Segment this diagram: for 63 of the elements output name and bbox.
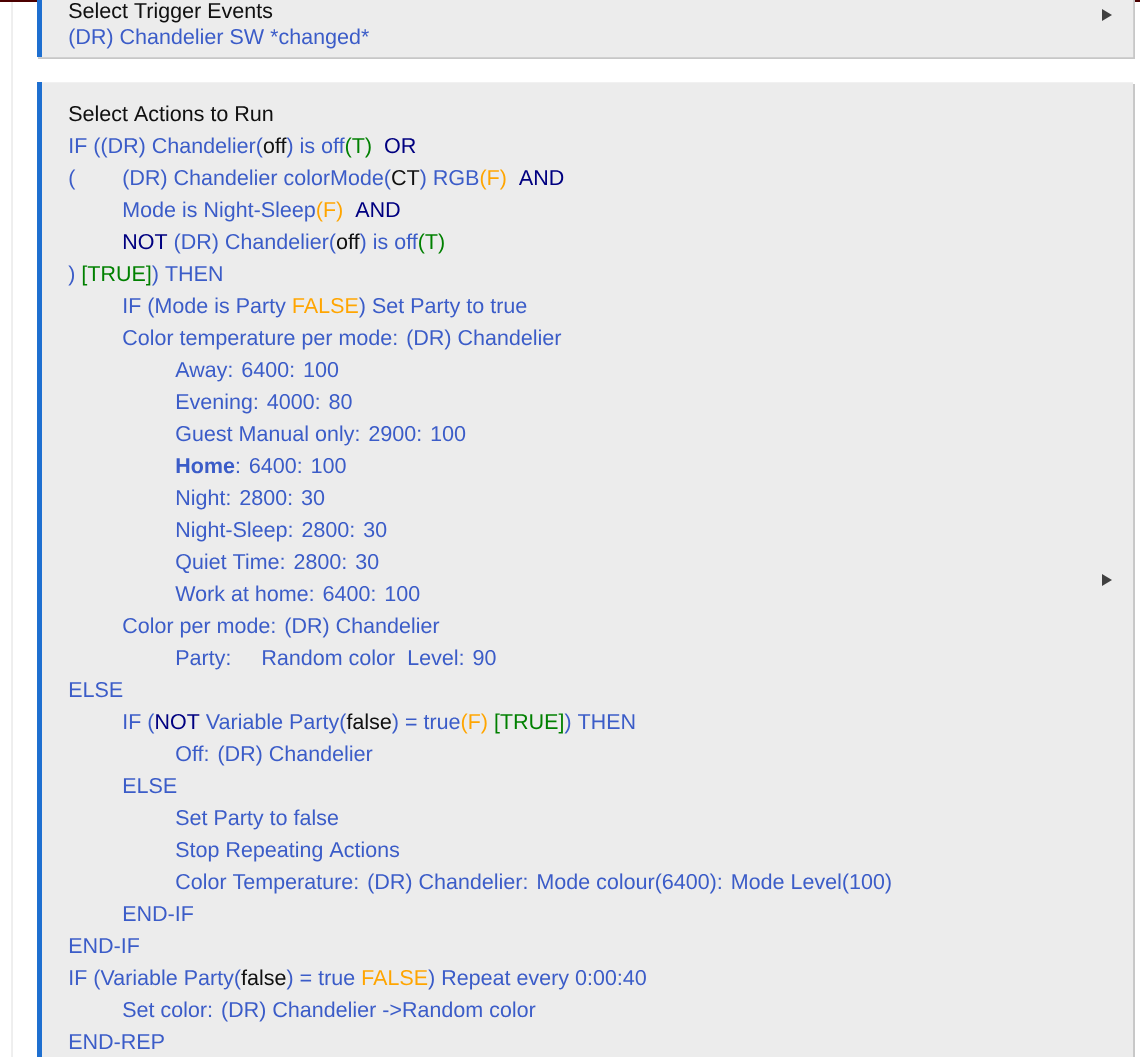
node-label: (F) (461, 713, 487, 734)
code-line: IF (NOT Variable Party(false) = true(F) [TRUE]) THEN (124, 713, 635, 734)
node-label: ) is off (286, 137, 345, 158)
node-label: Variable Party( (205, 713, 347, 734)
code-line: Select Actions to Run (69, 105, 273, 122)
panel-card (37, 82, 1135, 1057)
code-line: Work at home: 6400: 100 (175, 585, 420, 602)
node-label: ) RGB (419, 169, 479, 190)
code-line: Evening: 4000: 80 (176, 393, 352, 414)
code-line: IF ((DR) Chandelier(off) is off(T) OR (70, 137, 416, 158)
code-line: Set color: (DR) Chandelier ->Random color (123, 1001, 536, 1022)
node-label: ) = true (286, 969, 355, 990)
node-label: IF ( (124, 713, 155, 734)
node-label: ) is off (359, 233, 418, 254)
code-line: Off: (DR) Chandelier (176, 745, 373, 766)
code-line: IF (Mode is Party FALSE) Set Party to true (124, 297, 527, 318)
node-label: ) THEN (564, 713, 635, 734)
node-label: [TRUE] (495, 713, 563, 734)
node-label: ) Repeat every 0:00:40 (428, 969, 646, 990)
node-label: IF ((DR) Chandelier( (70, 137, 263, 158)
node-label: (T) (345, 137, 371, 158)
code-line: Night-Sleep: 2800: 30 (176, 521, 387, 542)
code-line: Away: 6400: 100 (175, 362, 339, 382)
code-line: Color per mode: (DR) Chandelier (123, 617, 440, 638)
code-line: ELSE (69, 682, 123, 698)
node-label: CT (392, 169, 420, 186)
node-label: false (241, 969, 286, 986)
code-line: Mode is Night-Sleep(F) AND (123, 201, 400, 222)
node-label: off (336, 233, 360, 250)
node-label: OR (385, 137, 416, 154)
code-line: Select Trigger Events (69, 2, 273, 23)
code-line: Set Party to false (176, 809, 338, 830)
code-line: Party: Random color Level: 90 (176, 649, 496, 670)
code-line: Guest Manual only: 2900: 100 (176, 425, 466, 446)
code-line: Stop Repeating Actions (176, 841, 400, 862)
node-label: off (263, 137, 287, 154)
code-line: Color temperature per mode: (DR) Chandelier (123, 329, 562, 350)
code-line: (DR) Chandelier SW *changed* (69, 28, 369, 49)
node-label: NOT (123, 233, 168, 250)
code-line: (DR) Chandelier colorMode(CT) RGB(F) AND (123, 169, 564, 190)
node-label: ) = true (391, 713, 460, 734)
node-label: (T) (419, 233, 444, 254)
code-line: NOT (DR) Chandelier(off) is off(T) (123, 233, 444, 254)
code-line: ( (69, 169, 76, 190)
code-line: Color Temperature: (DR) Chandelier: Mode colour(6400): Mode Level(100) (176, 873, 891, 894)
code-line: Quiet Time: 2800: 30 (176, 553, 379, 574)
code-line: ) [TRUE]) THEN (68, 265, 222, 286)
node-label: (F) (480, 169, 506, 190)
code-line: IF (Variable Party(false) = true FALSE) Repeat every 0:00:40 (70, 969, 646, 990)
code-line: Home: 6400: 100 (176, 458, 346, 474)
node-label: (DR) Chandelier( (174, 233, 336, 254)
code-line: END-REP (69, 1034, 164, 1049)
node-label: false (346, 713, 391, 730)
code-line: END-IF (69, 938, 139, 953)
code-line: ELSE (123, 778, 177, 794)
code-line: Night: 2800: 30 (176, 489, 325, 510)
node-label: FALSE (362, 969, 428, 986)
node-label: (DR) Chandelier colorMode( (123, 169, 391, 190)
panel-card (37, 0, 1135, 59)
code-line: END-IF (123, 906, 193, 921)
node-label: IF (Variable Party( (70, 969, 241, 990)
node-label: NOT (156, 713, 200, 730)
node-label: AND (518, 170, 564, 185)
